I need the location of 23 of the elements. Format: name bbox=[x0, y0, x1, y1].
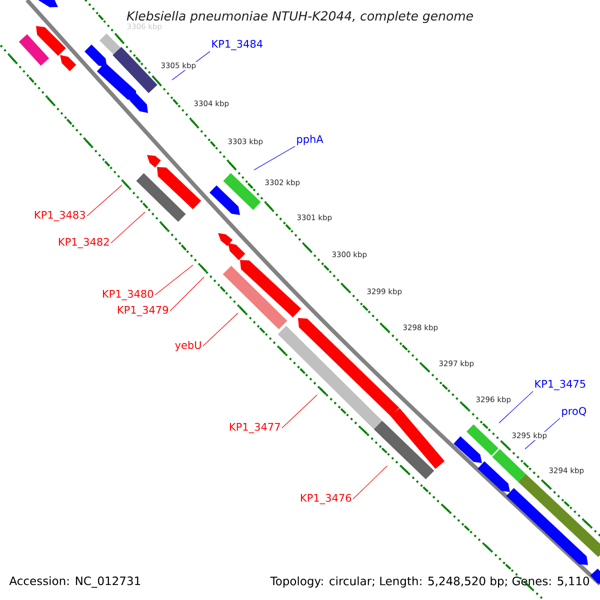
leader-line bbox=[498, 391, 534, 424]
leader-line bbox=[254, 146, 296, 170]
footer-text: Topology: circular; Length: 5,248,520 bp; Genes: 5,110 bbox=[270, 576, 590, 588]
gene-label: KP1_3475 bbox=[535, 380, 586, 390]
leader-line bbox=[110, 212, 146, 244]
leader-line bbox=[86, 184, 122, 216]
gene-label: yebU bbox=[175, 340, 201, 352]
leader-line bbox=[352, 466, 388, 500]
leader-line bbox=[154, 264, 194, 296]
title: Klebsiella pneumoniae NTUH-K2044, complete genome bbox=[126, 10, 473, 24]
gene-label: KP1_3477 bbox=[230, 422, 280, 434]
leader-line bbox=[282, 394, 318, 428]
gene-label: pphA bbox=[297, 134, 324, 146]
leader-line bbox=[170, 276, 204, 312]
leader-line bbox=[202, 312, 238, 346]
gene-label: KP1_3482 bbox=[58, 238, 109, 248]
gene-label: KP1_3480 bbox=[102, 290, 154, 300]
gene-label: KP1_3476 bbox=[300, 494, 352, 504]
gene-label: KP1_3479 bbox=[118, 306, 168, 316]
gene-label: KP1_3483 bbox=[34, 210, 85, 222]
footer-text: Accession: NC_012731 bbox=[9, 576, 140, 588]
gene-label: KP1_3484 bbox=[212, 40, 262, 50]
gene-label: proQ bbox=[562, 407, 586, 417]
